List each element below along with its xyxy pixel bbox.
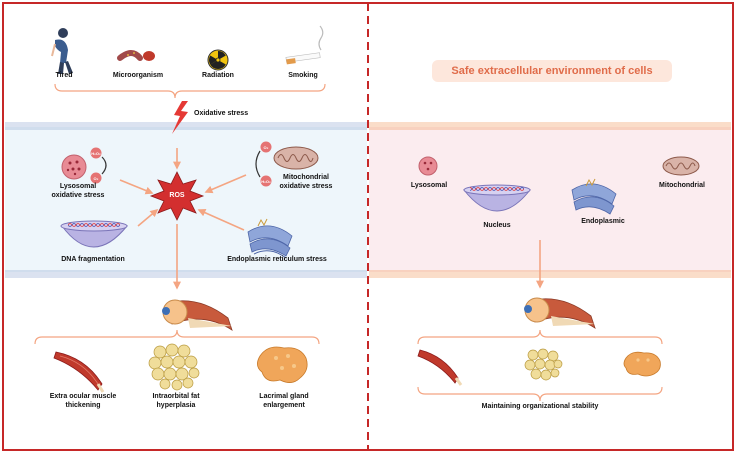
- label-smoking: Smoking: [288, 72, 318, 79]
- left-eye-icon: [162, 299, 233, 331]
- label-right-lysosomal: Lysosomal: [410, 182, 448, 189]
- mito-cycle-arrow: [255, 150, 261, 178]
- radiation-icon: [207, 49, 229, 71]
- label-ros: ROS: [169, 192, 185, 199]
- top-bracket: [54, 83, 326, 99]
- o2-bubble-mito: [260, 141, 272, 153]
- arrow-mito-to-ros: [204, 174, 247, 194]
- right-lacrimal-icon: [623, 351, 661, 377]
- h2o2-bubble-top: [90, 147, 102, 159]
- lightning-icon: [172, 101, 188, 134]
- label-mitochondrial-oxidative-stress: Mitochondrial oxidative stress: [279, 174, 333, 190]
- label-dna-fragmentation: DNA fragmentation: [61, 256, 125, 263]
- safe-environment-banner: Safe extracellular environment of cells: [432, 60, 672, 82]
- arrow-dna-to-ros: [137, 208, 159, 227]
- label-o2-lyso: O₂: [93, 176, 99, 181]
- label-oxidative-stress: Oxidative stress: [194, 110, 249, 117]
- right-top-bracket: [417, 329, 663, 345]
- right-bottom-bracket: [417, 386, 663, 402]
- label-right-nucleus: Nucleus: [483, 222, 511, 229]
- ros-burst-icon: [149, 171, 205, 221]
- arrow-er-to-ros: [197, 208, 245, 231]
- left-lacrimal-icon: [257, 346, 308, 383]
- left-mitochondria-icon: [273, 146, 319, 170]
- right-membrane-bottom: [369, 270, 731, 278]
- o2-bubble-bottom: [90, 172, 102, 184]
- left-lysosome-icon: [61, 154, 87, 180]
- right-er-icon: [571, 178, 617, 215]
- microorganism-icon: [117, 50, 155, 61]
- label-o2-mito: O₂: [263, 145, 269, 150]
- label-right-endoplasmic: Endoplasmic: [581, 218, 625, 225]
- h2o2-bubble-mito: [260, 175, 272, 187]
- cigarette-icon: [285, 25, 324, 65]
- right-fat-icon: [524, 348, 563, 381]
- left-muscle-icon: [53, 351, 105, 393]
- label-tired: Tired: [55, 72, 73, 79]
- right-cell-region: [369, 127, 731, 272]
- label-h2o2-mito: H₂O₂: [261, 179, 271, 184]
- left-er-icon: [247, 218, 293, 259]
- left-membrane-bottom: [5, 270, 367, 278]
- tired-person-icon: [51, 28, 73, 74]
- left-fat-icon: [148, 343, 200, 391]
- right-eye-icon: [524, 297, 596, 329]
- label-lysosomal-oxidative-stress: Lysosomal oxidative stress: [51, 183, 105, 199]
- right-lysosome-icon: [418, 156, 438, 176]
- label-lacrimal-enlargement: Lacrimal gland enlargement: [259, 393, 309, 409]
- right-muscle-icon: [417, 349, 463, 386]
- right-membrane-top: [369, 122, 731, 130]
- left-dna-nucleus-icon: [60, 220, 129, 248]
- right-nucleus-icon: [462, 184, 532, 212]
- label-maintaining-stability: Maintaining organizational stability: [481, 403, 599, 410]
- lysosome-cycle-arrow: [101, 156, 107, 175]
- right-mitochondria-icon: [662, 156, 700, 176]
- label-h2o2-lyso: H₂O₂: [91, 151, 101, 156]
- left-membrane-top: [5, 122, 367, 130]
- arrow-lysosome-to-ros: [119, 179, 154, 195]
- label-right-mitochondrial: Mitochondrial: [659, 182, 705, 189]
- label-muscle-thickening: Extra ocular muscle thickening: [49, 393, 117, 409]
- label-er-stress: Endoplasmic reticulum stress: [227, 256, 327, 263]
- label-microorganism: Microorganism: [112, 72, 164, 79]
- label-fat-hyperplasia: Intraorbital fat hyperplasia: [152, 393, 200, 409]
- left-outcome-bracket: [34, 329, 320, 345]
- label-radiation: Radiation: [202, 72, 234, 79]
